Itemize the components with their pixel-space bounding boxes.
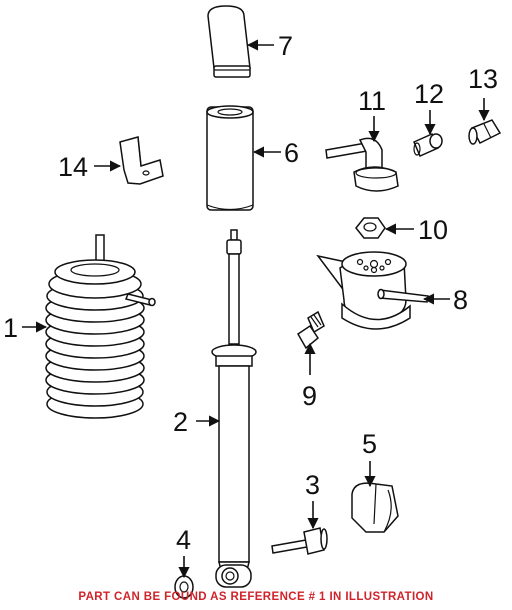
leader-lines bbox=[22, 39, 490, 579]
callout-14: 14 bbox=[58, 152, 88, 182]
callout-10: 10 bbox=[418, 215, 448, 245]
callout-7: 7 bbox=[278, 31, 293, 61]
part-11-air-fitting bbox=[325, 137, 399, 192]
part-4-washer bbox=[174, 575, 194, 599]
part-6-dust-boot bbox=[206, 105, 254, 211]
callout-6: 6 bbox=[284, 138, 299, 168]
callout-11: 11 bbox=[358, 86, 386, 116]
part-9-bolt bbox=[297, 310, 325, 350]
part-10-nut bbox=[355, 217, 386, 239]
callout-5: 5 bbox=[362, 429, 377, 459]
callout-9: 9 bbox=[302, 381, 317, 411]
callout-8: 8 bbox=[453, 285, 468, 315]
callout-1: 1 bbox=[3, 313, 18, 343]
part-14-bracket bbox=[119, 136, 164, 185]
footer-note: PART CAN BE FOUND AS REFERENCE # 1 IN IL… bbox=[78, 591, 434, 603]
callout-3: 3 bbox=[305, 470, 320, 500]
part-7-bump-stop bbox=[207, 5, 251, 78]
part-12-fitting bbox=[413, 133, 443, 157]
callout-4: 4 bbox=[176, 525, 191, 555]
part-2-shock-absorber bbox=[211, 229, 257, 588]
part-13-plug bbox=[468, 119, 502, 145]
callout-13: 13 bbox=[468, 64, 498, 94]
part-1-air-spring bbox=[45, 234, 156, 419]
callout-2: 2 bbox=[173, 407, 188, 437]
part-5-clip bbox=[351, 482, 399, 533]
callout-12: 12 bbox=[414, 79, 444, 109]
part-8-upper-mount bbox=[316, 251, 429, 330]
part-3-bolt bbox=[271, 527, 328, 555]
